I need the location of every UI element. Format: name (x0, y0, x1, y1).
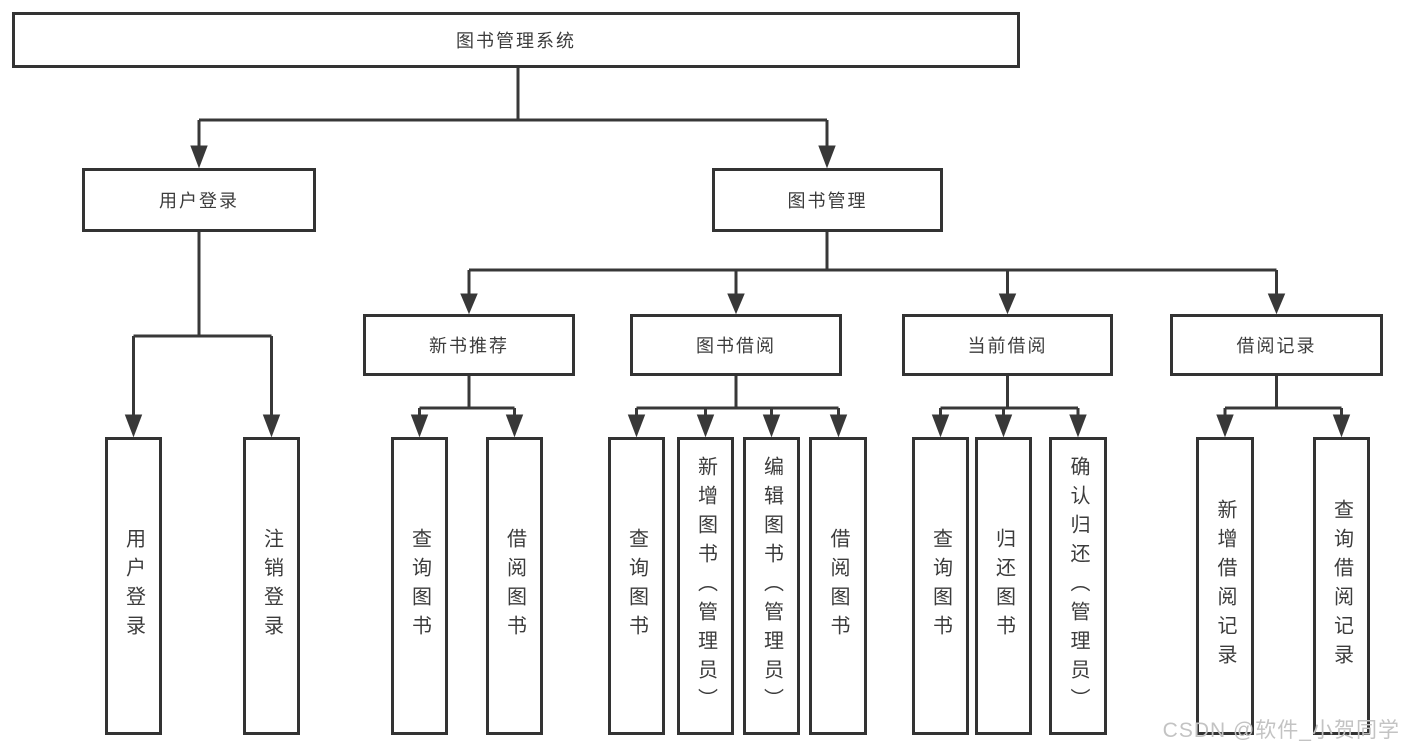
leaf-user-login: 用户登录 (105, 437, 162, 735)
leaf-newbooks-borrow-books: 借阅图书 (486, 437, 543, 735)
leaf-records-add-record: 新增借阅记录 (1196, 437, 1254, 735)
csdn-watermark: CSDN @软件_小贺同学 (1162, 719, 1400, 742)
node-new-book-recommend: 新书推荐 (363, 314, 575, 376)
leaf-borrowing-add-books: 新增图书（管理员） (677, 437, 734, 735)
leaf-current-return-books: 归还图书 (975, 437, 1032, 735)
connector-new-books (410, 376, 524, 438)
connector-borrow-records (1216, 376, 1351, 438)
node-book-management: 图书管理 (712, 168, 943, 232)
leaf-current-confirm-return: 确认归还（管理员） (1049, 437, 1107, 735)
connector-borrowing (627, 376, 848, 438)
connector-book-management (460, 232, 1286, 315)
connector-user-login (124, 232, 281, 438)
connector-root-to-level2 (190, 68, 836, 169)
node-root-system: 图书管理系统 (12, 12, 1020, 68)
leaf-borrowing-edit-books: 编辑图书（管理员） (743, 437, 800, 735)
connector-current-borrow (931, 376, 1087, 438)
node-current-borrow: 当前借阅 (902, 314, 1113, 376)
leaf-current-query-books: 查询图书 (912, 437, 969, 735)
leaf-records-query-record: 查询借阅记录 (1313, 437, 1370, 735)
leaf-logout: 注销登录 (243, 437, 300, 735)
leaf-newbooks-query-books: 查询图书 (391, 437, 448, 735)
node-borrow-records: 借阅记录 (1170, 314, 1383, 376)
leaf-borrowing-borrow-books: 借阅图书 (809, 437, 867, 735)
node-user-login: 用户登录 (82, 168, 316, 232)
leaf-borrowing-query-books: 查询图书 (608, 437, 665, 735)
node-book-borrowing: 图书借阅 (630, 314, 842, 376)
